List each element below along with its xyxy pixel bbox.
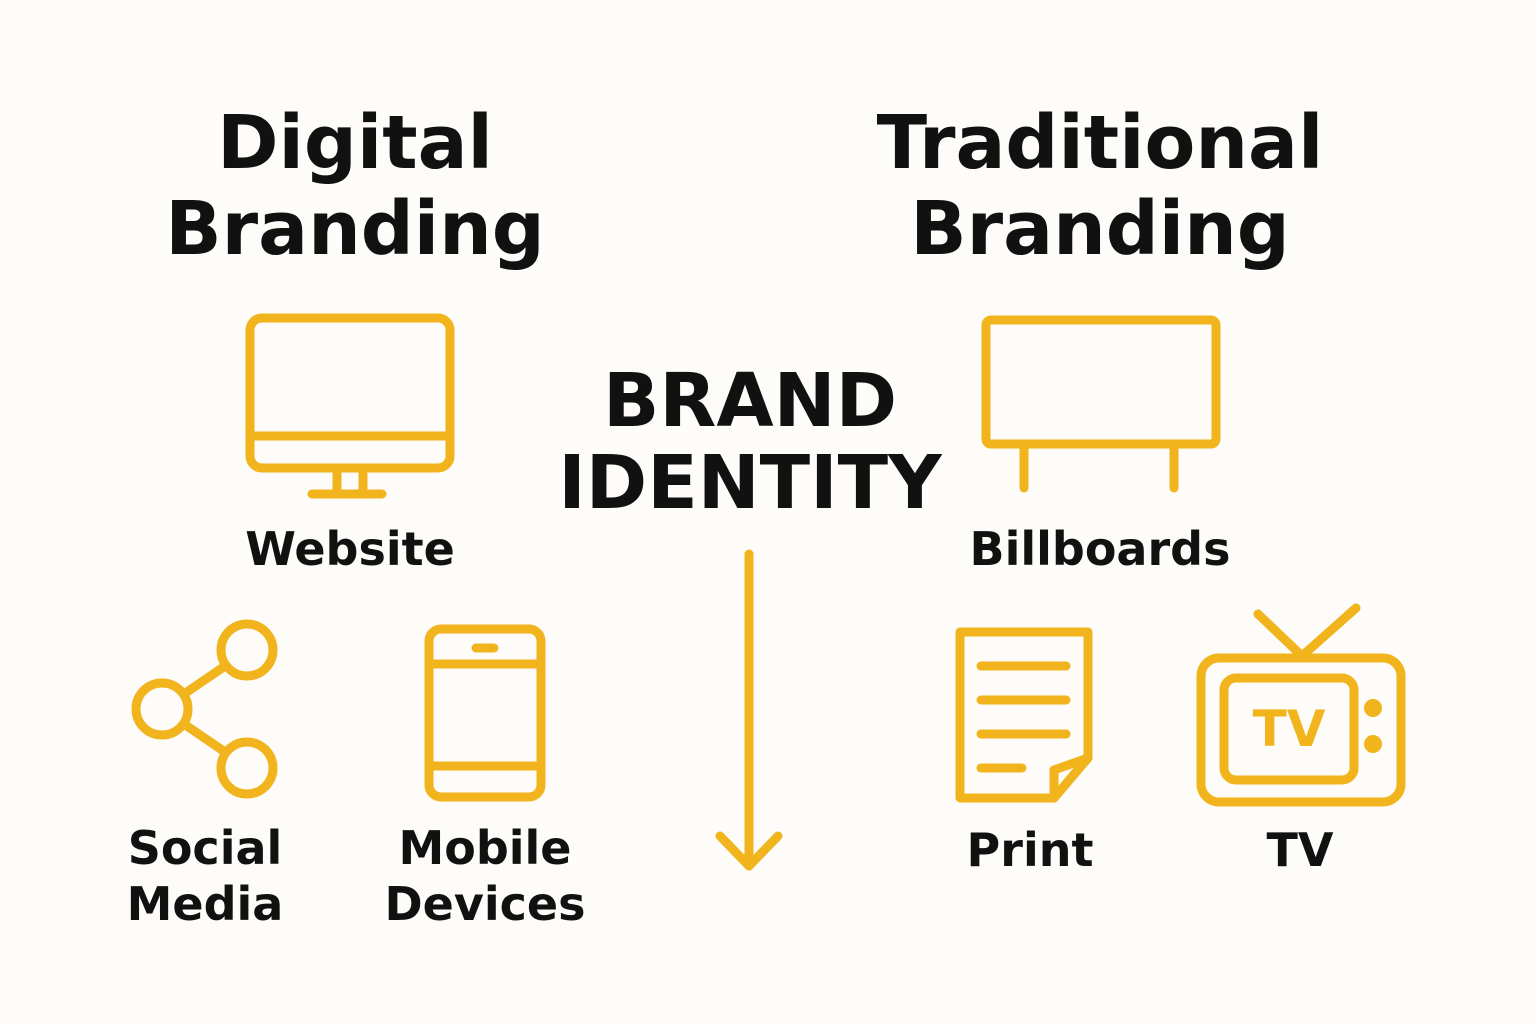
digital-branding-heading-line-2: Branding — [165, 186, 545, 272]
digital-branding-heading-line-1: Digital — [217, 100, 493, 186]
print-label: Print — [966, 823, 1094, 877]
mobile-devices-label-line-2: Devices — [384, 877, 586, 931]
website-label: Website — [245, 522, 455, 576]
mobile-devices-label: Mobile Devices — [360, 820, 610, 932]
social-media-label: Social Media — [90, 820, 320, 932]
tv-screen-text: TV — [1253, 700, 1326, 758]
smartphone-icon — [424, 624, 546, 802]
share-icon — [131, 619, 278, 799]
arrow-down-icon — [715, 549, 783, 871]
monitor-icon — [245, 313, 455, 499]
brand-identity-title: BRAND IDENTITY — [520, 360, 980, 524]
brand-identity-title-line-1: BRAND — [602, 358, 897, 444]
digital-branding-heading: Digital Branding — [150, 100, 560, 272]
tv-label: TV — [1266, 823, 1334, 877]
social-media-label-line-1: Social — [127, 821, 283, 875]
social-media-label-line-2: Media — [126, 877, 284, 931]
billboards-label: Billboards — [969, 522, 1231, 576]
traditional-branding-heading-line-2: Branding — [910, 186, 1290, 272]
billboard-icon — [981, 315, 1221, 493]
mobile-devices-label-line-1: Mobile — [398, 821, 572, 875]
traditional-branding-heading-line-1: Traditional — [876, 100, 1324, 186]
television-icon: TV — [1196, 603, 1406, 807]
traditional-branding-heading: Traditional Branding — [860, 100, 1340, 272]
brand-identity-title-line-2: IDENTITY — [558, 440, 942, 526]
document-icon — [955, 627, 1093, 803]
